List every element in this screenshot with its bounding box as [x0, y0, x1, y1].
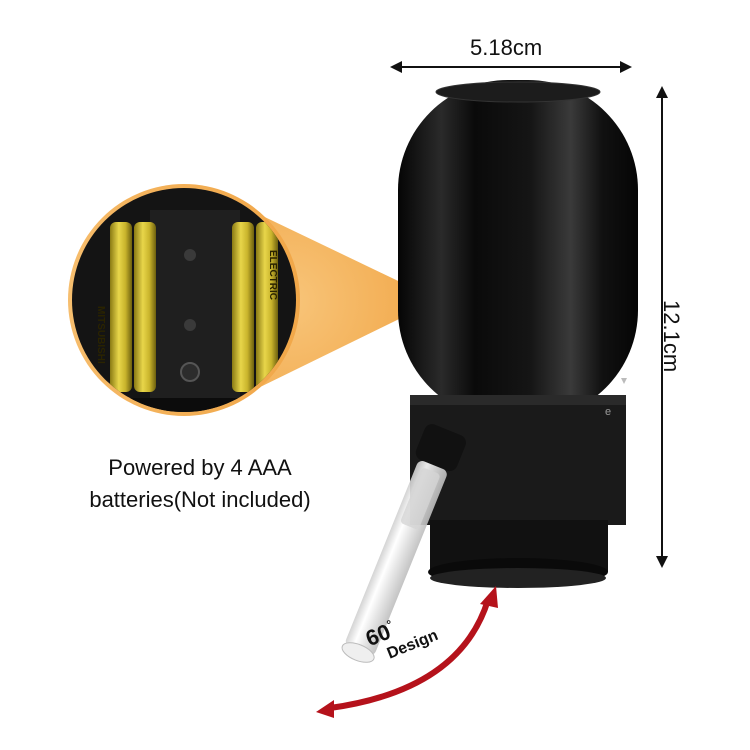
width-dimension-label: 5.18cm [470, 35, 543, 60]
svg-text:e: e [605, 406, 611, 418]
battery-brand-label-left: MITSUBISHI [95, 306, 106, 364]
rotation-arrow [316, 586, 498, 718]
battery-compartment-image [72, 188, 296, 412]
battery-caption-line2: batteries(Not included) [89, 487, 311, 512]
pour-spout [341, 424, 466, 663]
height-dimension-arrow [656, 86, 668, 568]
battery-caption: Powered by 4 AAA batteries(Not included) [40, 452, 360, 516]
width-dimension-arrow [390, 61, 632, 73]
battery-callout-wedge [250, 210, 438, 392]
height-dimension-label: 12.1cm [659, 300, 684, 373]
aerator-device: e [398, 80, 638, 588]
battery-caption-line1: Powered by 4 AAA [108, 455, 292, 480]
battery-brand-label-right: ELECTRIC [267, 250, 278, 300]
